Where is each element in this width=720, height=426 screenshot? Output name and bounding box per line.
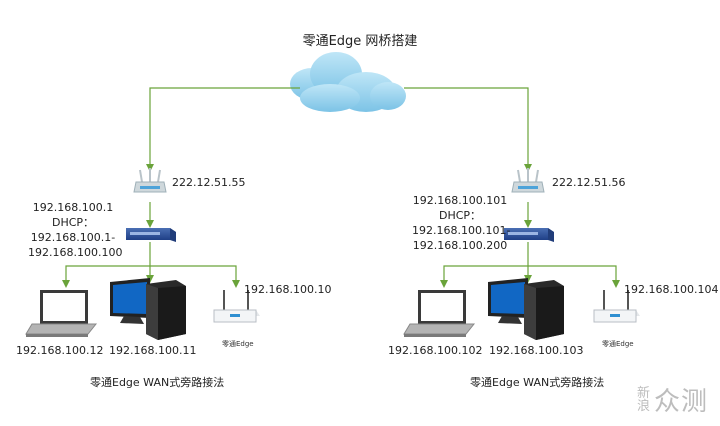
connection-lines [62,87,620,288]
right-dhcp-range-start: 192.168.100.101- [412,224,511,237]
left-desktop-ip-label: 192.168.100.11 [109,344,197,357]
watermark-large-text: 众测 [653,387,708,417]
right-laptop-icon [403,290,476,337]
left-wan-ip-label: 222.12.51.55 [172,176,246,189]
cloud-to-left-ap-line [146,87,300,172]
left-laptop-icon [25,290,98,337]
watermark-char-2: 浪 [636,398,650,414]
left-edge-ip-label: 192.168.100.10 [244,283,332,296]
left-dhcp-label: DHCP： [51,216,95,229]
left-laptop-ip-label: 192.168.100.12 [16,344,104,357]
left-switch-to-laptop-line [62,265,150,288]
left-access-point-icon [133,168,167,193]
diagram-title: 零通Edge 网桥搭建 [302,34,418,49]
left-dhcp-range-end: 192.168.100.100 [28,246,123,259]
right-switch-to-edge-line [528,265,620,288]
right-desktop-icon [488,278,564,340]
left-switch-icon [126,228,176,242]
left-caption: 零通Edge WAN式旁路接法 [90,376,225,389]
right-dhcp-range-end: 192.168.100.200 [412,239,508,252]
right-lan-ip-label: 192.168.100.101 [412,194,508,207]
right-edge-name-label: 零通Edge [602,340,634,348]
watermark: 新 浪 众测 [637,381,708,418]
left-dhcp-range-start: 192.168.100.1- [30,231,116,244]
left-edge-name-label: 零通Edge [222,340,254,348]
watermark-char-1: 新 [636,385,650,401]
right-dhcp-label: DHCP： [438,209,482,222]
watermark-small-text: 新 浪 [637,387,650,413]
left-desktop-icon [110,278,186,340]
right-access-point-icon [511,168,545,193]
right-switch-icon [504,228,554,242]
right-laptop-ip-label: 192.168.100.102 [388,344,483,357]
cloud-to-right-ap-line [404,87,532,172]
left-lan-ip-label: 192.168.100.1 [32,201,114,214]
left-edge-router-icon [213,290,260,323]
right-wan-ip-label: 222.12.51.56 [552,176,626,189]
left-switch-to-edge-line [150,265,240,288]
right-desktop-ip-label: 192.168.100.103 [489,344,584,357]
right-caption: 零通Edge WAN式旁路接法 [470,376,605,389]
right-switch-to-laptop-line [440,265,528,288]
right-edge-router-icon [593,290,640,323]
internet-cloud-icon [290,52,406,112]
right-edge-ip-label: 192.168.100.104 [624,283,719,296]
